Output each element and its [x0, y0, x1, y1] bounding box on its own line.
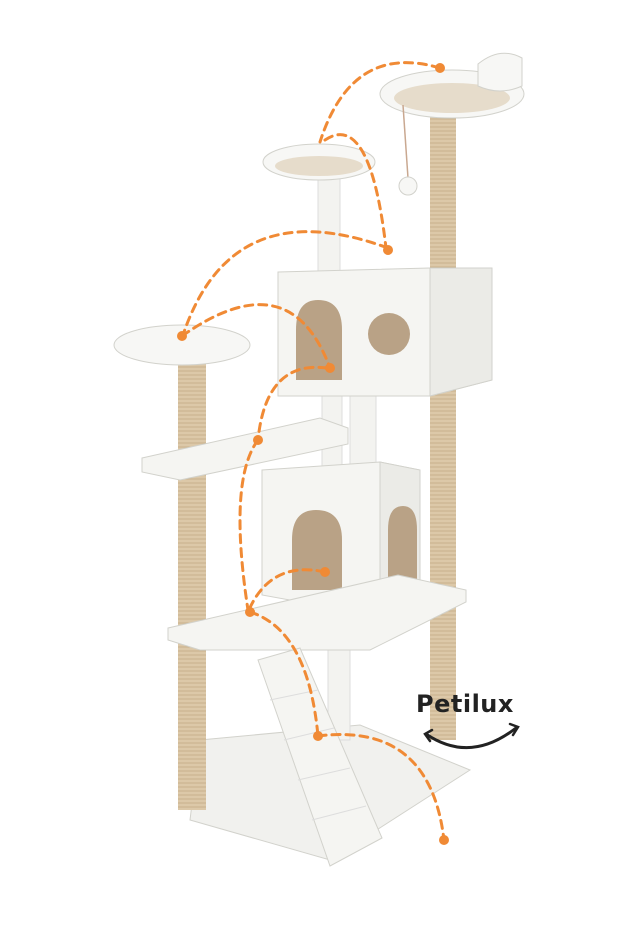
left-sisal-post — [178, 350, 206, 810]
lower-support-post — [349, 394, 377, 476]
smile-swoosh-icon — [423, 722, 520, 750]
brand-logo-text: Petilux — [416, 690, 514, 718]
middle-perch — [262, 143, 376, 181]
jump-path-dots — [177, 63, 449, 845]
lower-platform — [167, 574, 467, 651]
tall-sisal-post — [430, 96, 456, 740]
left-perch — [113, 324, 251, 366]
hanging-ball-toy — [398, 104, 418, 196]
middle-shelf — [141, 417, 349, 481]
middle-support-post — [317, 169, 341, 281]
jump-path-arrows — [180, 61, 446, 842]
ramp-ladder — [257, 647, 383, 867]
top-perch — [379, 52, 525, 119]
